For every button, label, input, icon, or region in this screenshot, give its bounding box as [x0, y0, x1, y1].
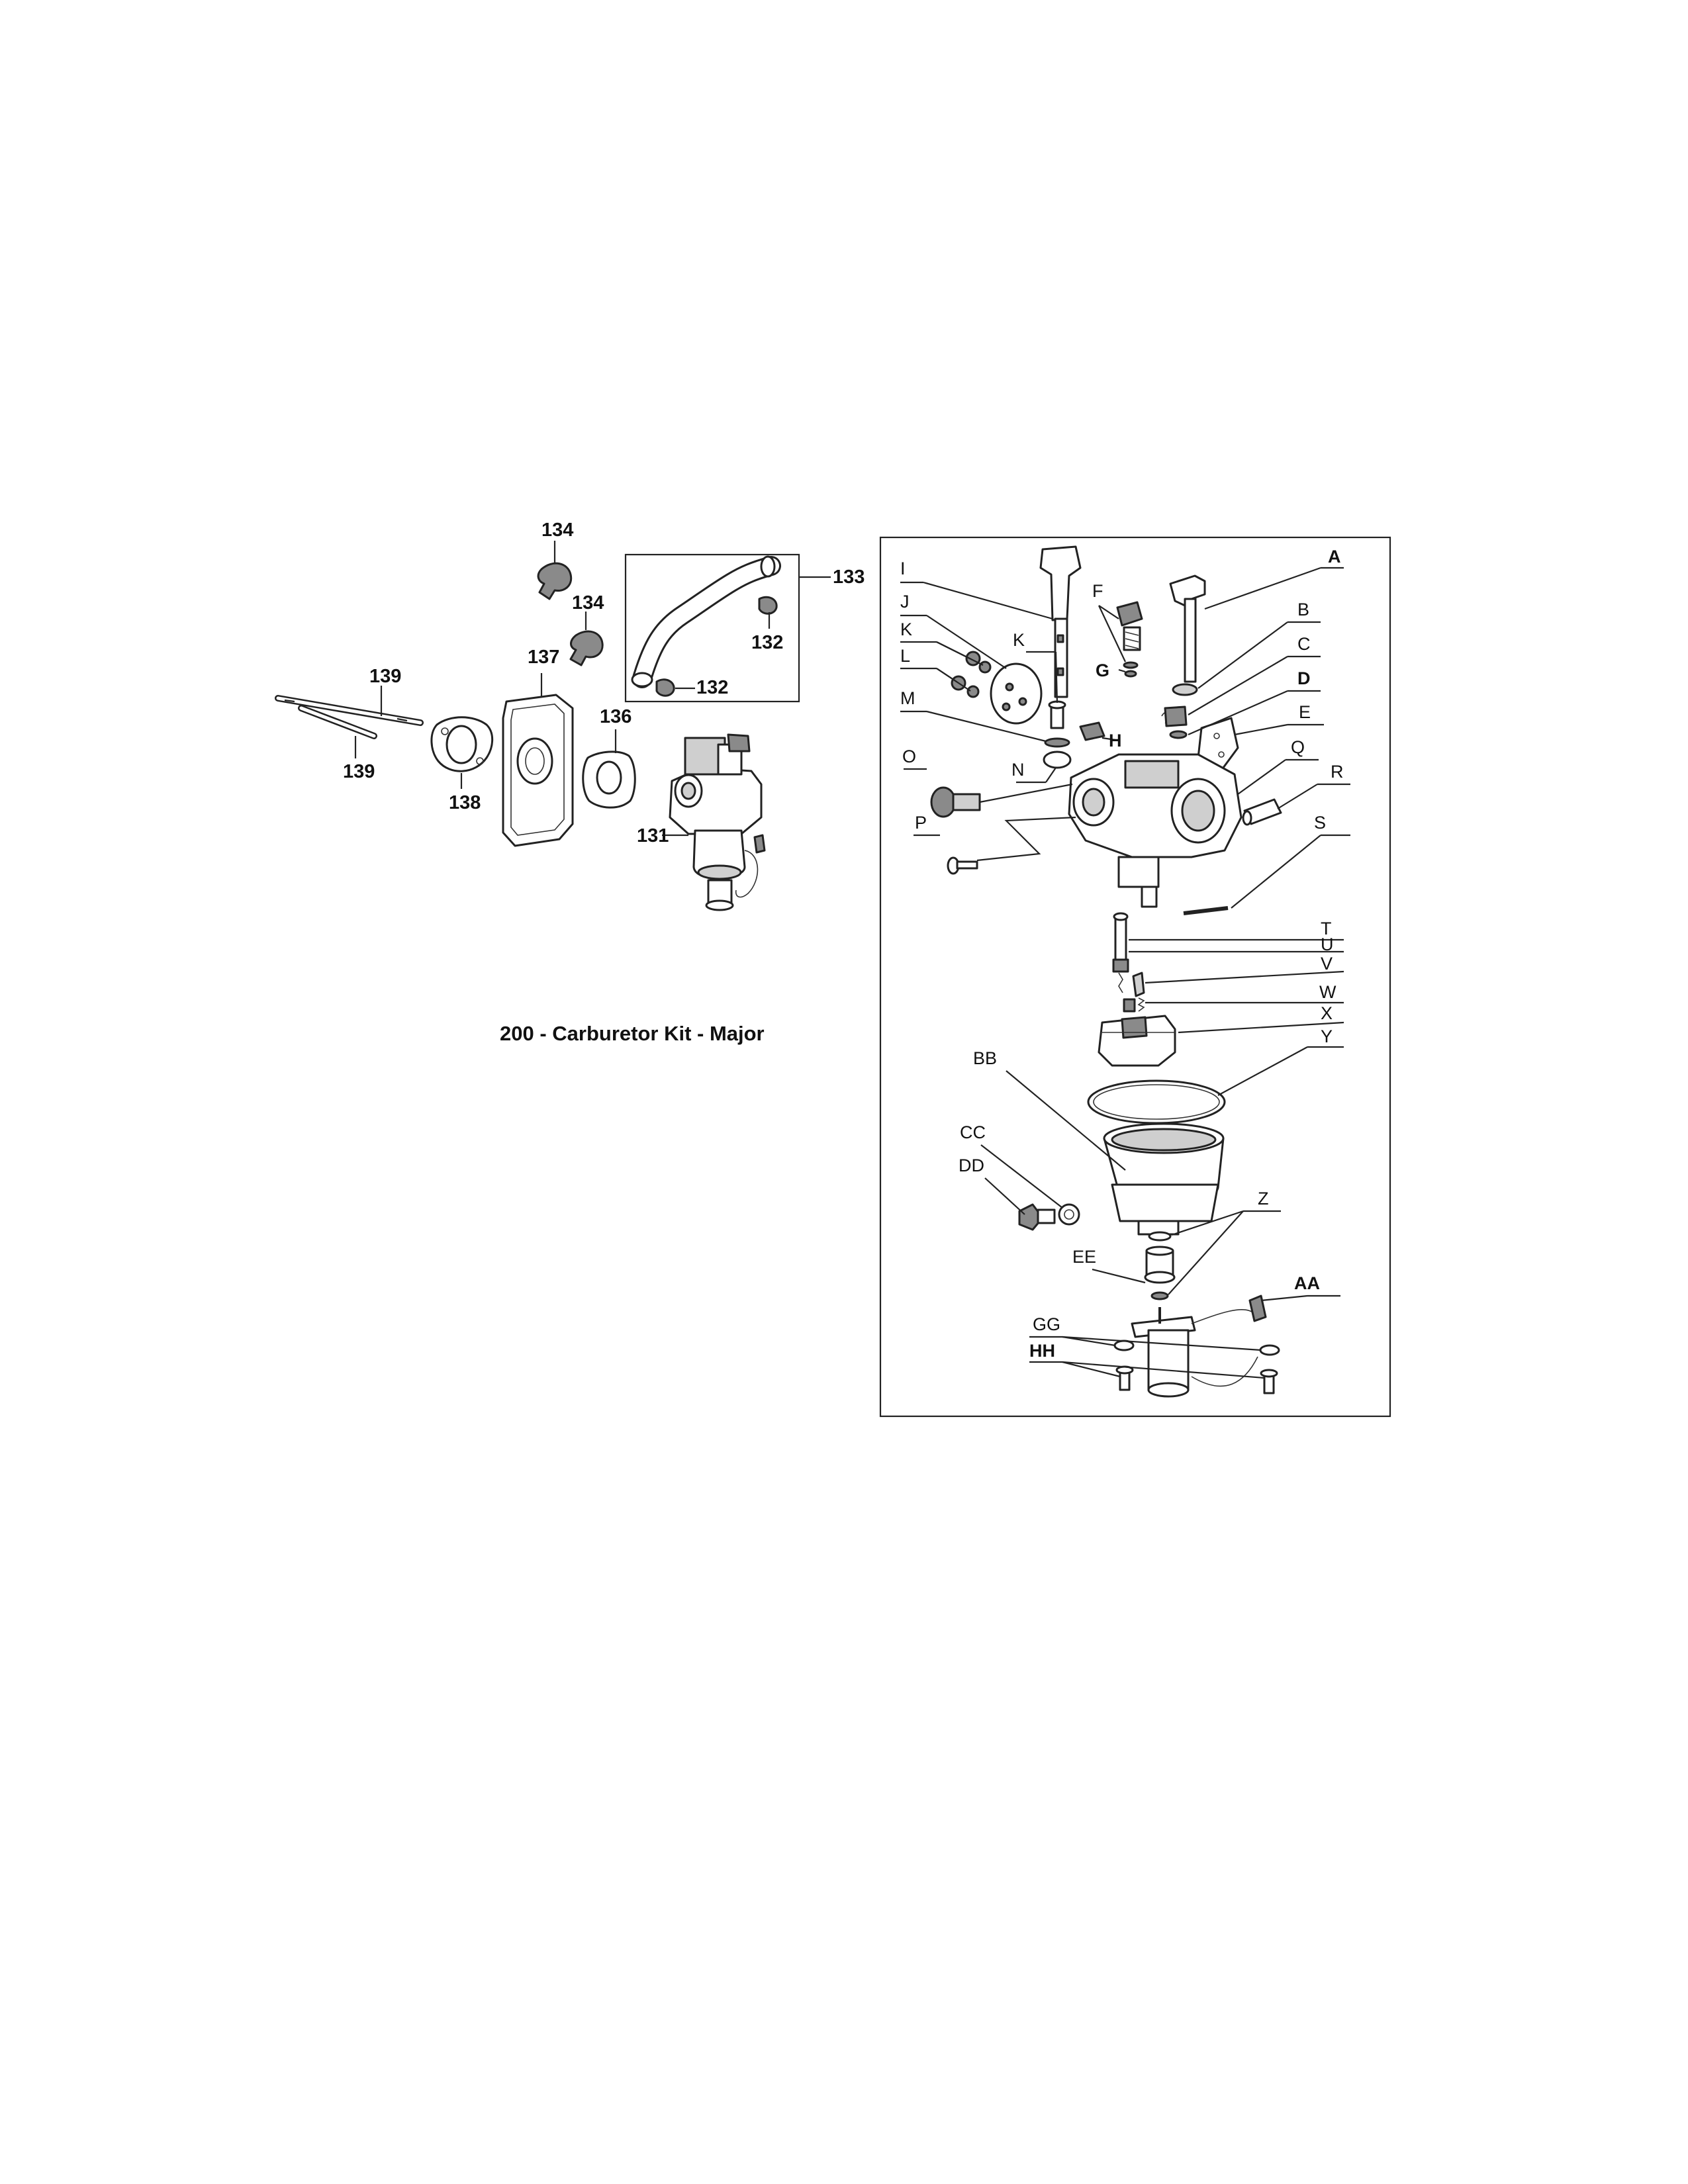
label-GG: GG — [1033, 1314, 1060, 1334]
label-O: O — [902, 747, 916, 766]
callout-134-bottom: 134 — [572, 592, 604, 614]
part-CC-part-DD — [1018, 1203, 1080, 1231]
left-assembly: 139 139 138 137 136 — [275, 520, 865, 1045]
callout-134-top: 134 — [541, 520, 573, 541]
label-T: T — [1321, 919, 1332, 938]
part-138-gasket — [430, 716, 494, 789]
part-AA-solenoid — [1131, 1295, 1267, 1398]
label-CC: CC — [960, 1122, 986, 1142]
callout-139-top: 139 — [369, 666, 401, 687]
label-H: H — [1109, 731, 1122, 751]
label-V: V — [1321, 954, 1333, 974]
part-R — [1242, 798, 1282, 826]
label-Q: Q — [1291, 737, 1305, 757]
part-137-spacer — [502, 673, 574, 847]
part-J-plate — [990, 662, 1043, 725]
label-D: D — [1297, 668, 1311, 688]
part-134-clamps — [537, 541, 604, 666]
part-O-part-P — [930, 786, 981, 875]
label-W: W — [1319, 982, 1336, 1002]
label-DD: DD — [959, 1156, 984, 1175]
label-I: I — [900, 559, 906, 578]
part-136-gasket — [582, 729, 636, 809]
kit-caption: 200 - Carburetor Kit - Major — [500, 1022, 765, 1045]
label-A: A — [1328, 547, 1341, 567]
part-A-shaft — [1169, 574, 1206, 683]
label-P: P — [915, 813, 927, 833]
exploded-view: A B C D E F G H I J K K L M N O P Q R S … — [879, 536, 1391, 1418]
label-K-right: K — [1013, 630, 1025, 650]
part-H-M-N — [1043, 721, 1105, 769]
label-C: C — [1297, 634, 1311, 654]
leader-lines — [900, 567, 1350, 1379]
part-Y-gasket — [1087, 1079, 1226, 1124]
label-Y: Y — [1321, 1026, 1333, 1046]
part-F-part-G — [1116, 601, 1143, 678]
exploded-view-frame — [879, 536, 1391, 1418]
label-B: B — [1297, 600, 1309, 619]
part-S-pin — [1183, 906, 1229, 915]
part-B-C-D-E — [1161, 683, 1239, 776]
part-T-U-V-W — [1112, 912, 1145, 1013]
callout-132-top: 132 — [751, 632, 783, 653]
callout-136: 136 — [600, 706, 632, 727]
part-Q-carburetor-body — [1068, 753, 1243, 908]
letter-labels: A B C D E F G H I J K K L M N O P Q R S … — [900, 547, 1344, 1361]
label-G: G — [1096, 660, 1109, 680]
part-BB-bowl — [1103, 1122, 1225, 1236]
label-F: F — [1092, 581, 1103, 601]
label-M: M — [900, 688, 915, 708]
callout-132-bottom: 132 — [696, 677, 728, 698]
label-N: N — [1011, 760, 1025, 780]
callout-137: 137 — [528, 647, 559, 668]
part-GG-part-HH — [1113, 1340, 1280, 1394]
label-EE: EE — [1072, 1247, 1096, 1267]
part-I-shaft — [1039, 545, 1082, 698]
label-J: J — [900, 592, 910, 612]
label-AA: AA — [1294, 1273, 1320, 1293]
part-131-carburetor — [662, 733, 766, 911]
callout-138: 138 — [449, 792, 481, 813]
label-X: X — [1321, 1003, 1333, 1023]
part-139-studs — [275, 686, 424, 758]
part-Z-part-EE — [1144, 1231, 1176, 1300]
callout-131: 131 — [637, 825, 669, 846]
label-HH: HH — [1029, 1341, 1055, 1361]
label-R: R — [1331, 762, 1344, 782]
label-U: U — [1321, 934, 1334, 954]
callout-139-bottom: 139 — [343, 761, 375, 782]
label-S: S — [1314, 813, 1326, 833]
label-Z: Z — [1258, 1189, 1269, 1208]
part-133-hose — [624, 553, 831, 703]
callout-133: 133 — [833, 567, 865, 588]
label-BB: BB — [973, 1048, 997, 1068]
part-X-float — [1098, 1015, 1176, 1067]
label-E: E — [1299, 702, 1311, 722]
label-L: L — [900, 646, 910, 666]
label-K-left: K — [900, 619, 912, 639]
